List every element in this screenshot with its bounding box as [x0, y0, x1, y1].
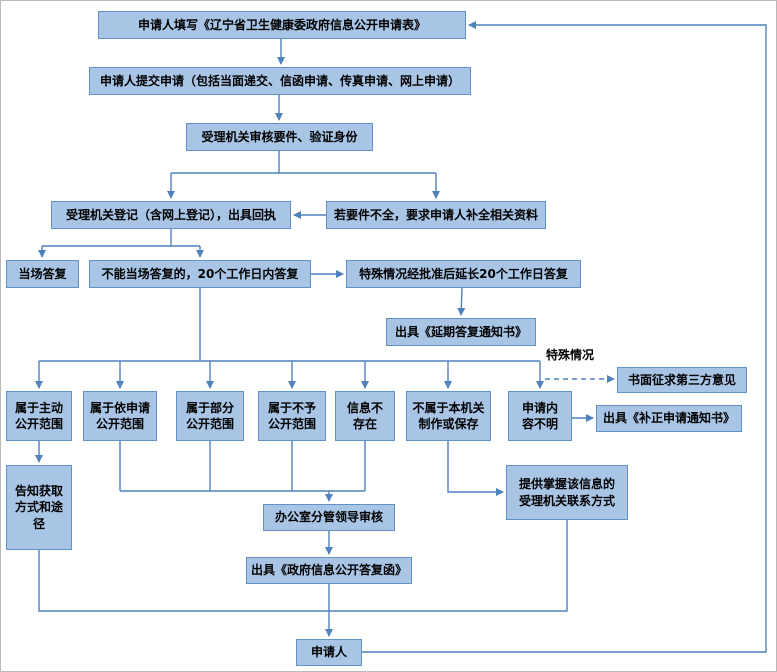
node-unclear-content: 申请内 容不明	[508, 391, 572, 441]
node-applicant: 申请人	[296, 639, 362, 666]
node-extend-20days: 特殊情况经批准后延长20个工作日答复	[346, 260, 581, 288]
node-submit-application: 申请人提交申请（包括当面递交、信函申请、传真申请、网上申请）	[89, 67, 471, 95]
node-register-receipt: 受理机关登记（含网上登记），出具回执	[51, 201, 291, 229]
node-provide-contact: 提供掌握该信息的 受理机关联系方式	[506, 465, 628, 520]
node-review-verify: 受理机关审核要件、验证身份	[186, 123, 373, 151]
node-third-party-opinion: 书面征求第三方意见	[617, 367, 747, 393]
node-not-this-organ: 不属于本机关 制作或保存	[406, 391, 491, 441]
node-on-request-scope: 属于依申请 公开范围	[83, 391, 157, 441]
edge-notthisorgan-to-contact	[447, 441, 504, 496]
node-fill-form: 申请人填写《辽宁省卫生健康委政府信息公开申请表》	[98, 11, 466, 39]
node-reply-20days: 不能当场答复的，20个工作日内答复	[89, 260, 311, 288]
node-proactive-scope: 属于主动 公开范围	[6, 391, 72, 441]
node-incomplete-materials: 若要件不全，要求申请人补全相关资料	[326, 201, 546, 229]
node-correction-notice: 出具《补正申请通知书》	[596, 405, 742, 432]
node-inform-ways: 告知获取 方式和途 径	[6, 465, 72, 550]
node-onspot-reply: 当场答复	[6, 260, 79, 288]
node-refuse-scope: 属于不予 公开范围	[258, 391, 326, 441]
node-info-not-exist: 信息不 存在	[335, 391, 395, 441]
node-office-leader-review: 办公室分管领导审核	[263, 504, 395, 531]
node-delay-notice: 出具《延期答复通知书》	[386, 318, 536, 346]
edge-extend-to-delaynotice	[457, 287, 466, 316]
node-reply-letter: 出具《政府信息公开答复函》	[246, 557, 412, 584]
special-case-label: 特殊情况	[546, 348, 595, 362]
node-partial-scope: 属于部分 公开范围	[176, 391, 244, 441]
